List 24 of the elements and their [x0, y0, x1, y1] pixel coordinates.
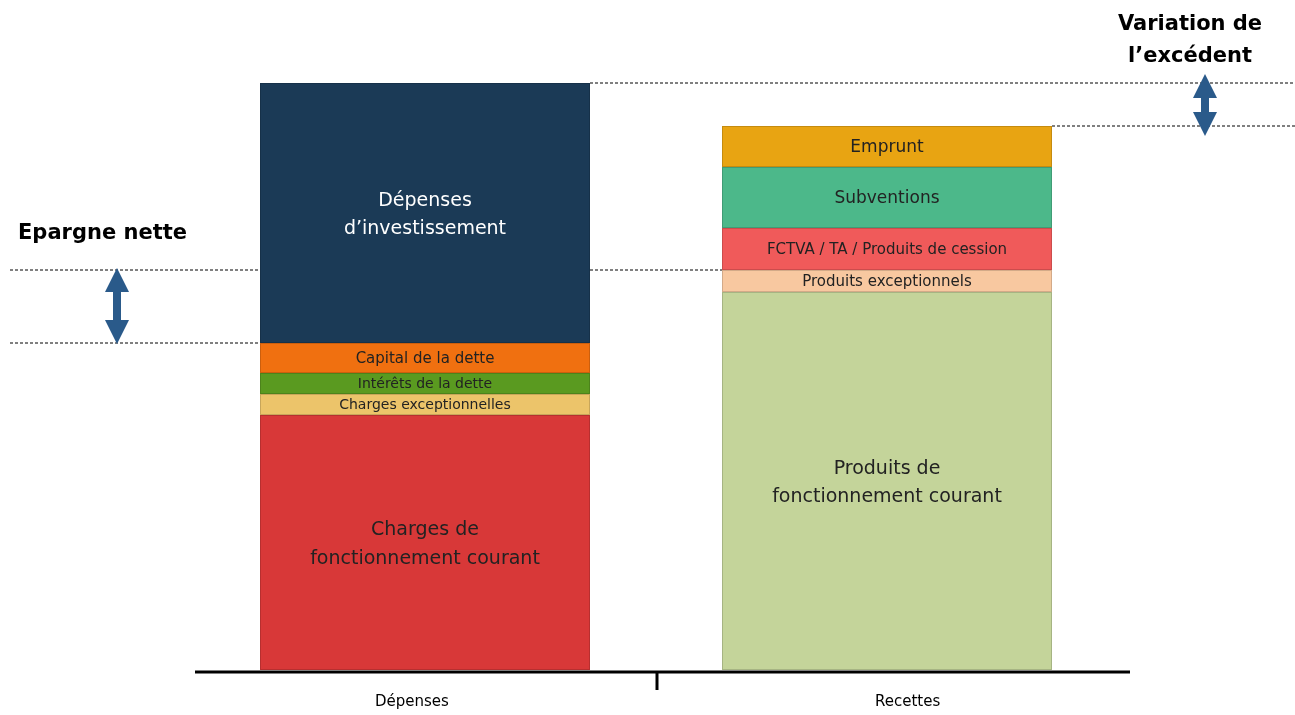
annotation-label: Epargne nette [18, 220, 187, 244]
segment-label: Subventions [833, 185, 941, 209]
segment-label: Produits de fonctionnement courant [771, 454, 1003, 508]
stacked-bar-segment [722, 292, 1052, 670]
segment-label: Capital de la dette [354, 347, 496, 369]
stacked-bar-segment [722, 167, 1052, 228]
stacked-bar-segment [260, 415, 590, 670]
segment-label: Emprunt [849, 134, 925, 158]
stacked-bar-segment [722, 126, 1052, 167]
segment-label: FCTVA / TA / Produits de cession [765, 238, 1009, 260]
stacked-bar-segment [260, 394, 590, 415]
segment-label: Charges exceptionnelles [338, 395, 512, 414]
segment-label: Charges de fonctionnement courant [309, 516, 541, 570]
segment-label: Produits exceptionnels [801, 270, 973, 292]
stacked-bar-segment [260, 83, 590, 343]
annotation-label: Variation de l’excédent [1116, 10, 1264, 69]
stacked-bar-segment [722, 270, 1052, 292]
axis-category-label: Recettes [875, 692, 941, 710]
stacked-bar-segment [260, 373, 590, 394]
axis-category-label: Dépenses [375, 692, 449, 710]
segment-label: Dépenses d’investissement [342, 186, 508, 240]
stacked-bar-segment [260, 343, 590, 373]
stacked-bar-segment [722, 228, 1052, 270]
segment-label: Intérêts de la dette [356, 374, 494, 393]
